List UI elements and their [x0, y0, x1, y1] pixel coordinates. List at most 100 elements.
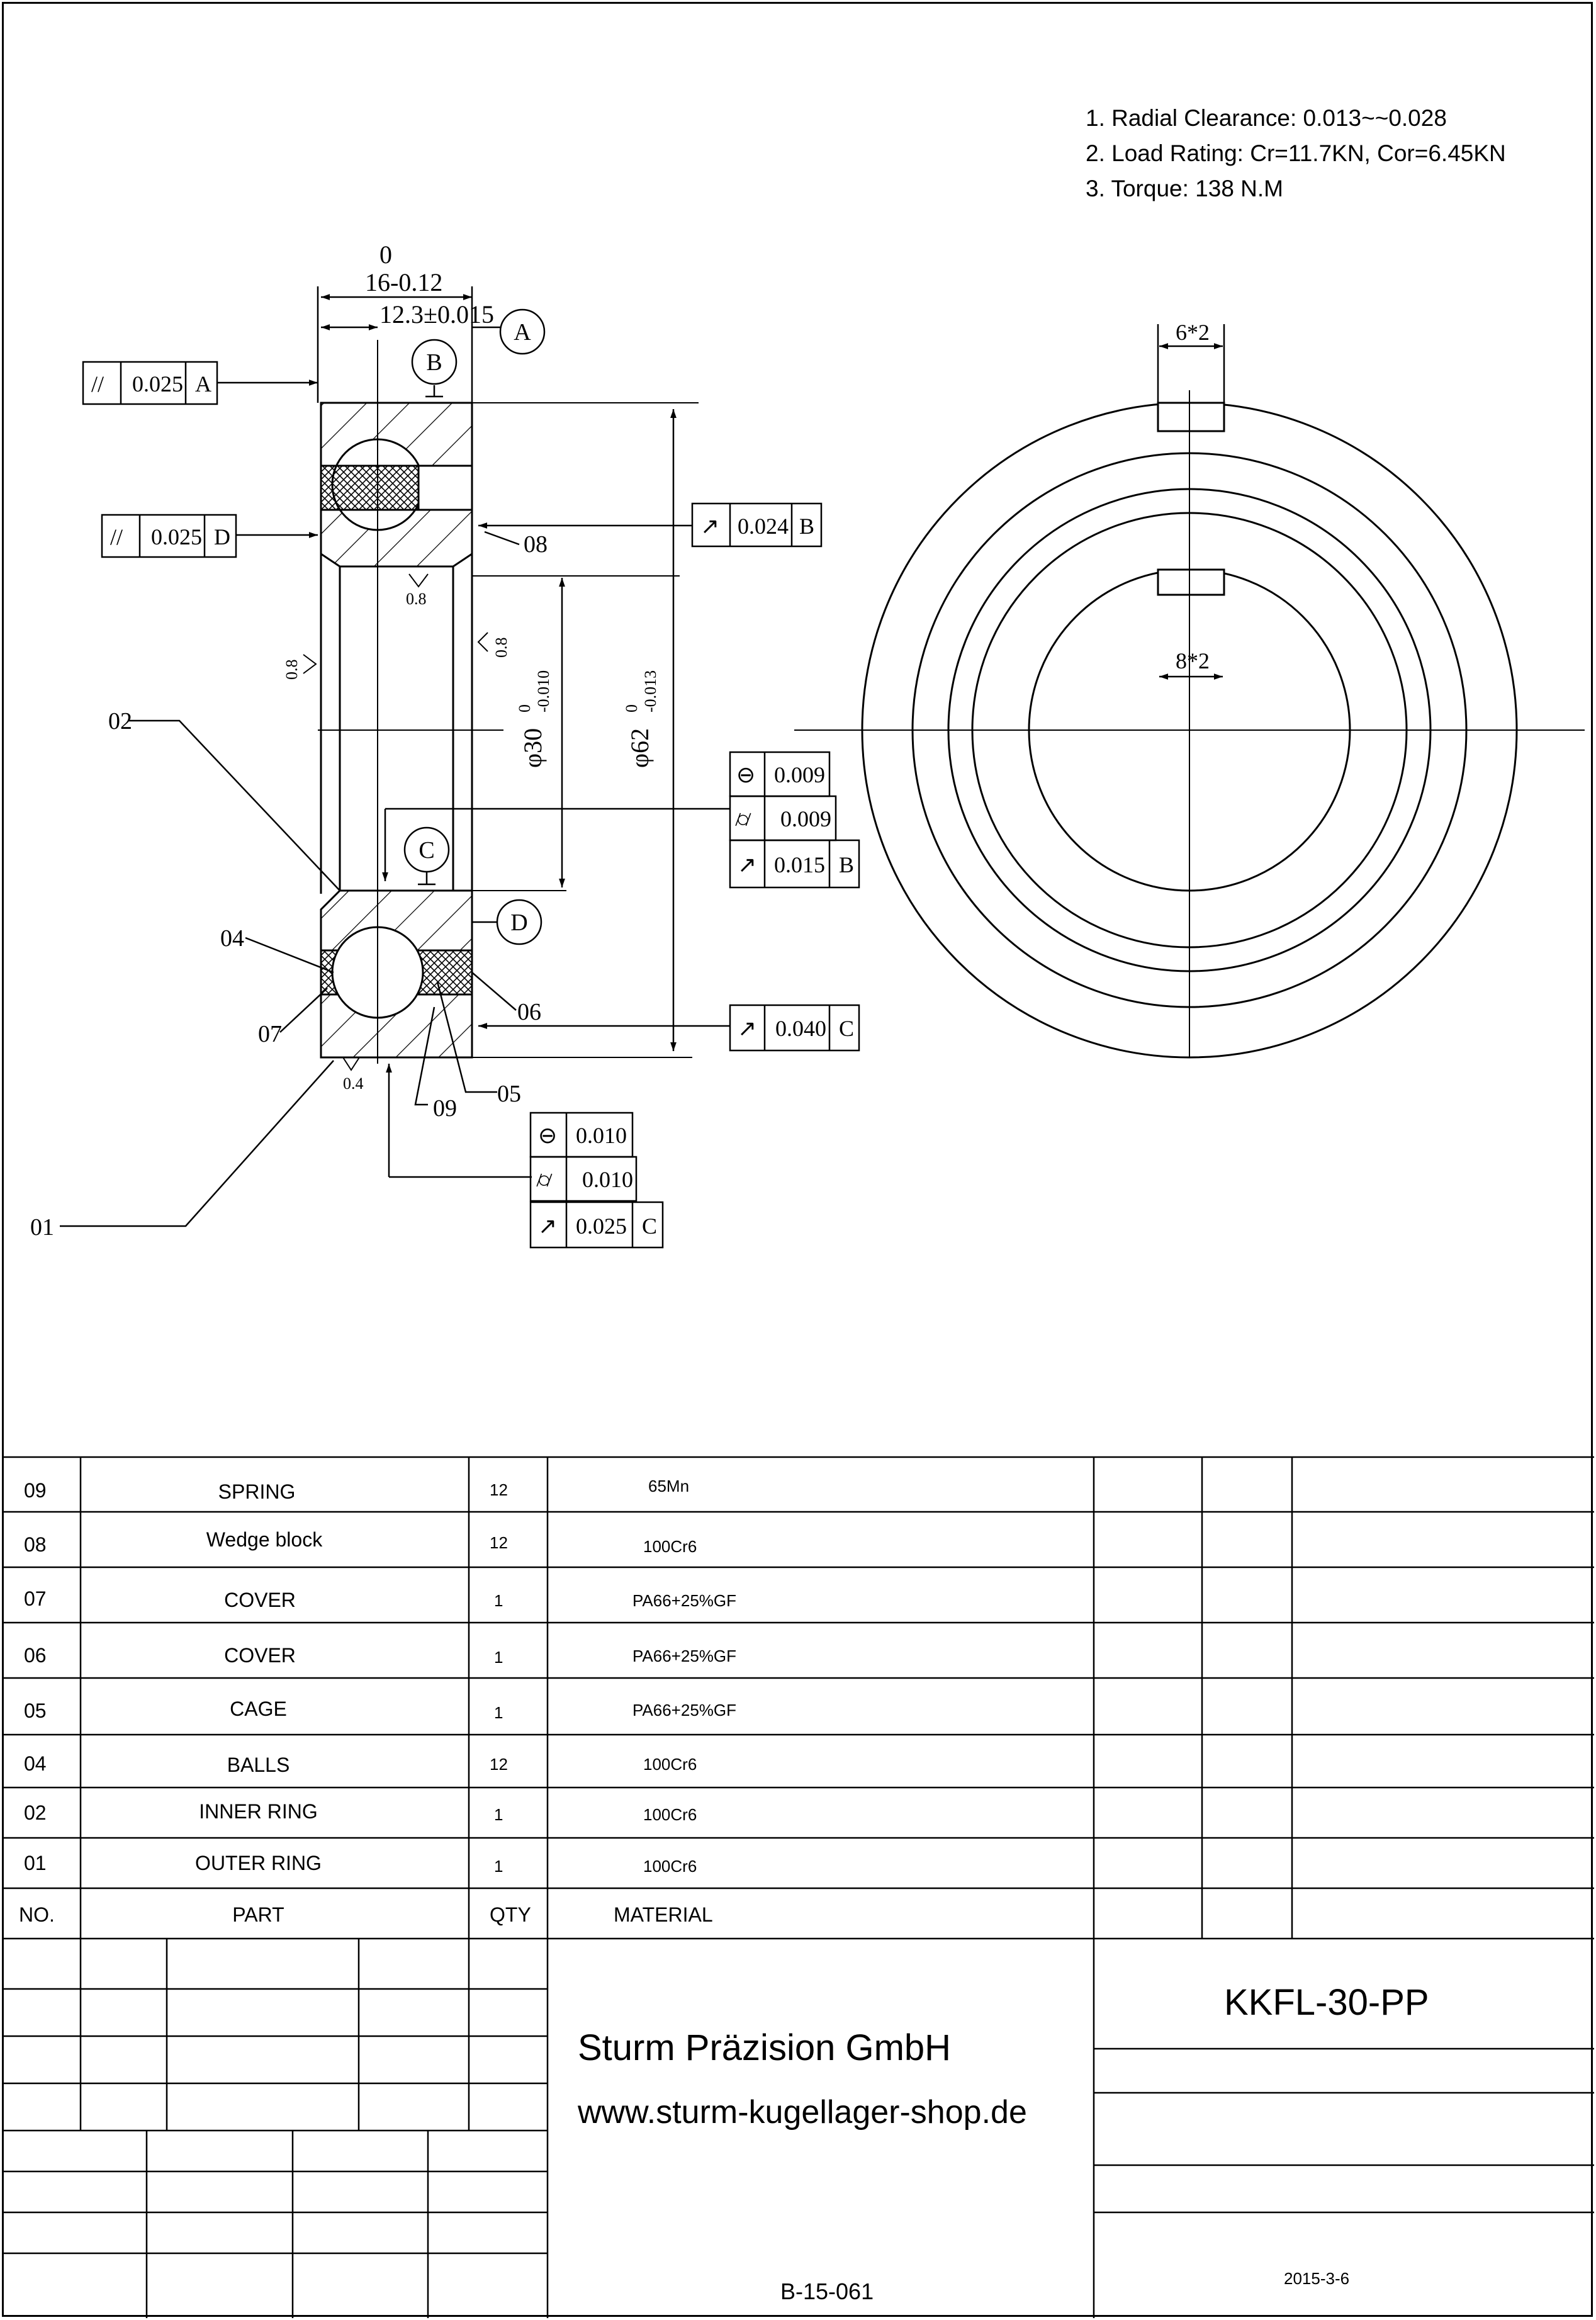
bore-tol-low: -0.010	[534, 670, 553, 712]
part-material: 100Cr6	[643, 1857, 697, 1876]
tol-par-a-value: 0.025	[132, 371, 183, 397]
header-material: MATERIAL	[614, 1903, 713, 1926]
part-name: INNER RING	[199, 1800, 318, 1823]
tol-run-c-symbol: ↗	[738, 1016, 756, 1041]
part-material: PA66+25%GF	[632, 1591, 737, 1610]
drawing-number: B-15-061	[780, 2278, 874, 2304]
part-no: 06	[24, 1644, 47, 1667]
part-material: 65Mn	[648, 1477, 690, 1495]
balloon-01: 01	[30, 1214, 54, 1241]
part-name: COVER	[224, 1589, 296, 1611]
company-website: www.sturm-kugellager-shop.de	[578, 2094, 1027, 2131]
od-tol: 0	[622, 704, 641, 712]
part-qty: 1	[494, 1857, 503, 1876]
tol-run2-datum: C	[642, 1213, 657, 1239]
tol-run-b-value: 0.024	[738, 514, 789, 539]
roughness-b: 0.8	[283, 660, 301, 680]
part-name: OUTER RING	[195, 1852, 322, 1874]
part-no: 08	[24, 1533, 47, 1556]
tol-run-c-datum: C	[839, 1016, 854, 1041]
balloon-06: 06	[517, 999, 541, 1025]
bore-tol: 0	[515, 704, 534, 712]
tol-run1-symbol: ↗	[738, 852, 756, 877]
part-qty: 1	[494, 1805, 503, 1824]
tol-run2-symbol: ↗	[538, 1213, 557, 1239]
part-name: CAGE	[230, 1698, 287, 1720]
datum-balloons	[403, 308, 546, 945]
tol-run2-value: 0.025	[576, 1213, 627, 1239]
part-name: COVER	[224, 1644, 296, 1667]
part-material: 100Cr6	[643, 1805, 697, 1824]
part-name: Wedge block	[206, 1528, 323, 1551]
tol-run-c-value: 0.040	[775, 1016, 826, 1041]
tol-par-a-symbol: //	[91, 371, 104, 397]
offset-dim: 12.3±0.015	[379, 300, 494, 329]
dimension-lines	[60, 286, 1225, 1227]
part-no: 05	[24, 1699, 47, 1722]
upper-seal	[320, 465, 420, 511]
roughness-a: 0.8	[406, 590, 427, 608]
part-qty: 12	[490, 1480, 508, 1499]
drawing-notes: 1. Radial Clearance: 0.013~~0.028 2. Loa…	[1086, 101, 1506, 206]
balloon-09: 09	[433, 1095, 457, 1122]
part-qty: 12	[490, 1755, 508, 1774]
part-no: 02	[24, 1801, 47, 1824]
balloon-04: 04	[220, 925, 244, 952]
tolerance-frames	[82, 361, 860, 1249]
tol-round2-symbol: ⊖	[538, 1123, 557, 1148]
tol-run1-value: 0.015	[774, 852, 825, 877]
tol-par-d-value: 0.025	[151, 524, 202, 549]
tol-cyl2-symbol: ⌭	[536, 1167, 553, 1192]
part-material: PA66+25%GF	[632, 1647, 737, 1665]
balloon-07: 07	[258, 1021, 282, 1047]
part-material: 100Cr6	[643, 1755, 697, 1774]
part-qty: 12	[490, 1533, 508, 1552]
front-view	[794, 390, 1585, 1059]
od-tol-low: -0.013	[641, 670, 660, 712]
part-material: 100Cr6	[643, 1537, 697, 1556]
bore-dim: φ30	[519, 728, 547, 768]
balloon-08: 08	[524, 531, 548, 558]
roughness-c: 0.8	[492, 638, 510, 658]
part-name: BALLS	[227, 1754, 290, 1776]
drawing-date: 2015-3-6	[1284, 2269, 1350, 2288]
header-qty: QTY	[490, 1903, 531, 1926]
slot-outer-dim: 6*2	[1176, 320, 1210, 345]
header-part: PART	[232, 1903, 284, 1926]
slot-inner-dim: 8*2	[1176, 648, 1210, 673]
tol-cyl1-value: 0.009	[780, 806, 831, 831]
roughness-symbols	[303, 573, 488, 1071]
part-no: 09	[24, 1479, 47, 1502]
tol-cyl2-value: 0.010	[582, 1167, 633, 1192]
width-dim: 16-0.12	[365, 268, 442, 296]
part-qty: 1	[494, 1703, 503, 1722]
company-name: Sturm Präzision GmbH	[578, 2027, 952, 2068]
part-name: SPRING	[218, 1480, 296, 1503]
tol-par-d-symbol: //	[110, 524, 123, 549]
tol-run1-datum: B	[839, 852, 854, 877]
tol-round1-symbol: ⊖	[736, 762, 755, 787]
note-radial-clearance: 1. Radial Clearance: 0.013~~0.028	[1086, 105, 1447, 131]
datum-d: D	[510, 909, 527, 936]
cross-section-view	[318, 340, 699, 1064]
datum-a: A	[514, 319, 531, 346]
tol-run-b-symbol: ↗	[700, 514, 719, 539]
note-load-rating: 2. Load Rating: Cr=11.7KN, Cor=6.45KN	[1086, 140, 1506, 166]
part-no: 07	[24, 1587, 47, 1610]
od-dim: φ62	[626, 728, 654, 768]
roughness-d: 0.4	[343, 1074, 364, 1093]
tol-round1-value: 0.009	[774, 762, 825, 787]
width-tol-upper: 0	[379, 240, 392, 269]
header-no: NO.	[19, 1903, 55, 1926]
tol-par-d-datum: D	[214, 524, 230, 549]
datum-c: C	[419, 837, 434, 864]
note-torque: 3. Torque: 138 N.M	[1086, 176, 1283, 201]
part-no: 01	[24, 1852, 47, 1874]
part-no: 04	[24, 1752, 47, 1775]
part-qty: 1	[494, 1591, 503, 1610]
tol-round2-value: 0.010	[576, 1123, 627, 1148]
part-qty: 1	[494, 1648, 503, 1667]
tol-run-b-datum: B	[799, 514, 814, 539]
